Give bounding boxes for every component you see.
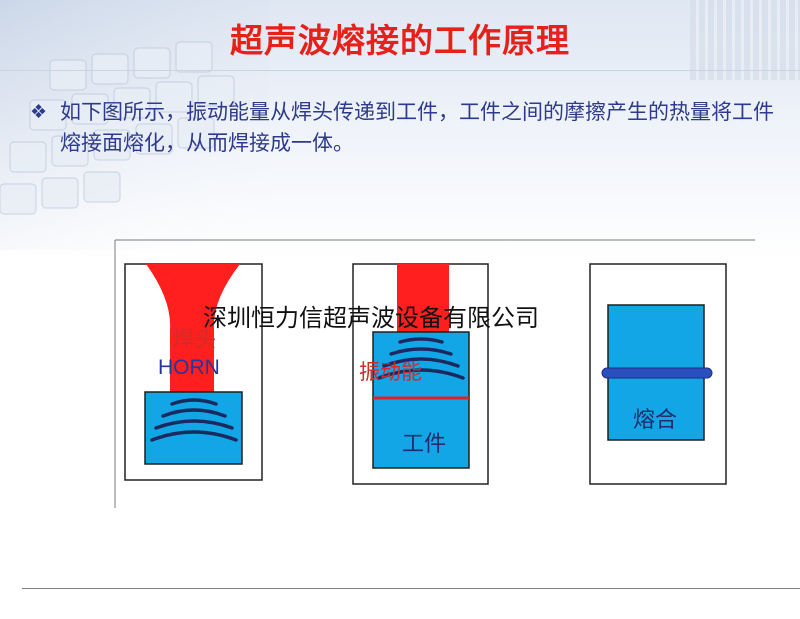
workpiece-label: 工件 [402,431,447,456]
vibration-label: 振动能 [359,361,422,384]
footer-divider [22,588,800,589]
workpiece-block-2 [372,331,470,469]
title-divider [0,70,800,71]
bullet-text: 如下图所示，振动能量从焊头传递到工件，工件之间的摩擦产生的热量将工件熔接面熔化，… [60,100,774,155]
keyboard-image [0,0,270,250]
fused-label: 熔合 [633,407,678,432]
company-watermark: 深圳恒力信超声波设备有限公司 [203,305,539,332]
horn-shape-2 [397,264,449,334]
vibration-waves-2 [377,337,465,380]
panel-fused [589,263,727,485]
fused-weld-band [601,367,713,379]
horn-shape [146,264,240,395]
vibration-waves-1 [150,398,238,442]
page-title: 超声波熔接的工作原理 [230,21,570,60]
background-decor [690,0,800,80]
horn-label-cn: 焊头 [172,327,217,352]
panel-horn [124,263,263,481]
diamond-bullet-icon: ❖ [30,101,48,123]
bullet-paragraph: ❖ 如下图所示，振动能量从焊头传递到工件，工件之间的摩擦产生的热量将工件熔接面熔… [30,97,790,159]
horn-label-en: HORN [158,356,220,379]
panel-vibration [352,263,489,485]
